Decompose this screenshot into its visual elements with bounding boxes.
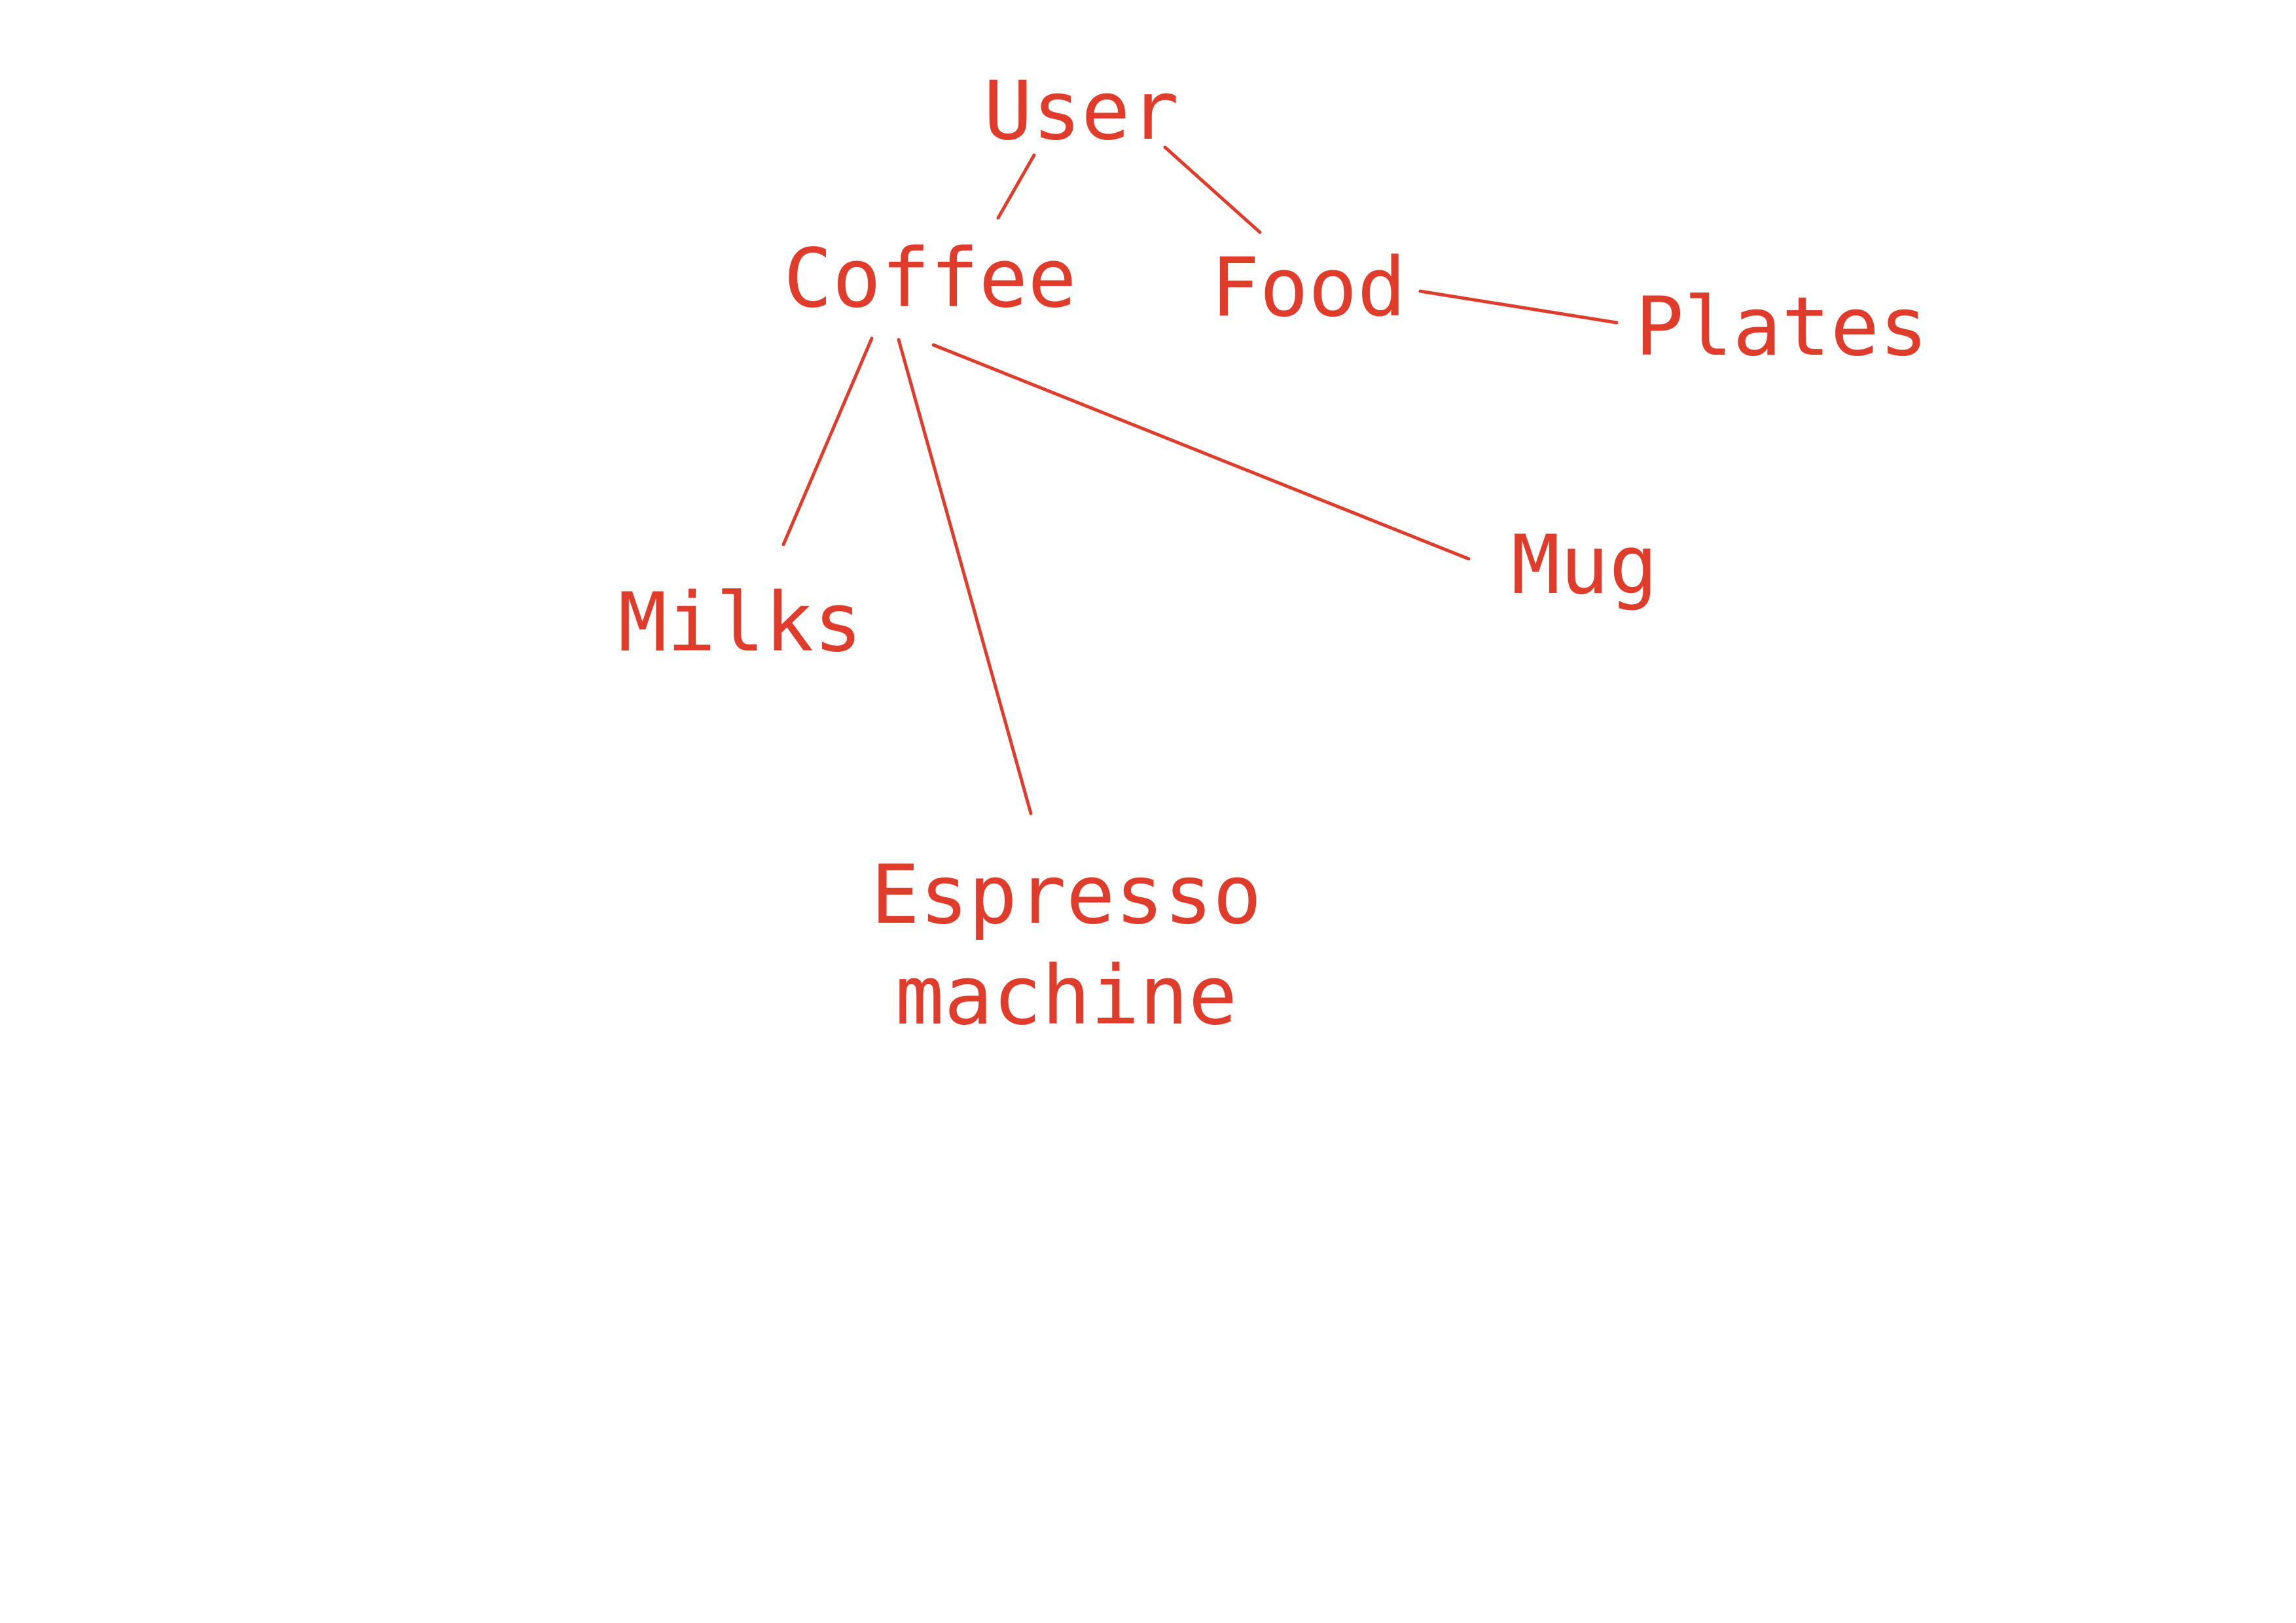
edge-user-coffee [996,153,1036,220]
node-coffee: Coffee [783,232,1077,326]
node-user: User [984,64,1179,158]
node-milks: Milks [618,576,862,670]
edge-coffee-mug [931,343,1471,561]
node-plates: Plates [1635,280,1928,374]
edge-food-plates [1418,289,1619,325]
node-mug: Mug [1511,518,1658,613]
edge-coffee-milks [781,336,874,546]
edge-coffee-espresso [897,338,1033,815]
node-food: Food [1211,241,1407,335]
node-espresso-line2: machine [895,949,1238,1043]
edge-user-food [1163,145,1262,234]
node-espresso-line1: Espresso [870,848,1261,942]
